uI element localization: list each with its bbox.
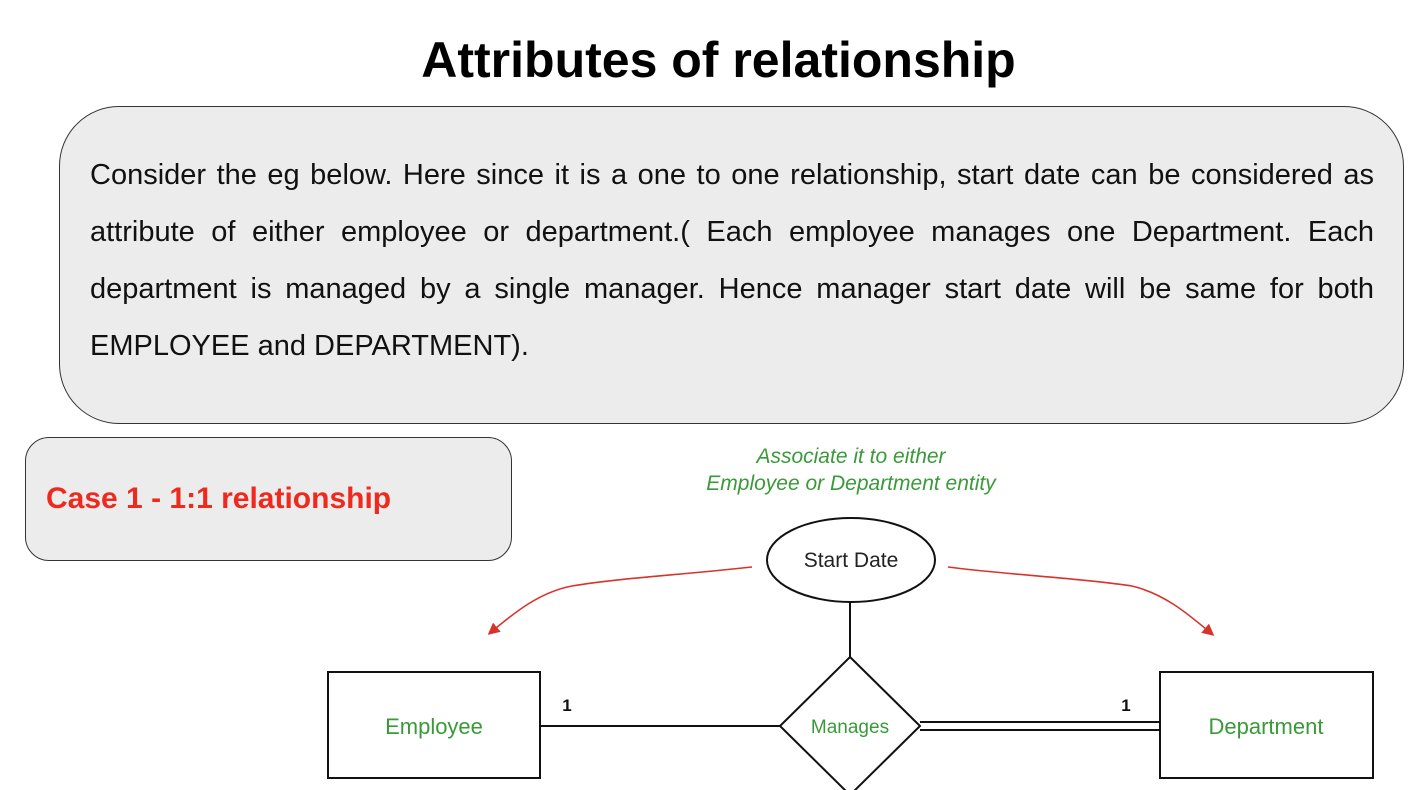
department-label: Department [1209, 714, 1324, 739]
description-box: Consider the eg below. Here since it is … [59, 106, 1404, 424]
slide-title: Attributes of relationship [421, 32, 1016, 88]
annotation-line-1: Associate it to either [754, 445, 946, 468]
annotation-line-2: Employee or Department entity [706, 472, 997, 495]
employee-label: Employee [385, 714, 483, 739]
employee-entity [327, 671, 541, 779]
description-text: Consider the eg below. Here since it is … [90, 159, 1374, 362]
department-entity [1159, 671, 1374, 779]
start-date-label: Start Date [804, 549, 899, 572]
arrow-to-department [947, 566, 1215, 636]
case-box: Case 1 - 1:1 relationship [25, 437, 512, 561]
cardinality-left: 1 [562, 696, 571, 715]
case-label: Case 1 - 1:1 relationship [46, 482, 392, 515]
start-date-attribute [766, 517, 936, 603]
manages-label: Manages [811, 717, 889, 738]
manages-relationship [778, 655, 922, 790]
arrow-to-employee [487, 566, 753, 635]
cardinality-right: 1 [1121, 696, 1130, 715]
